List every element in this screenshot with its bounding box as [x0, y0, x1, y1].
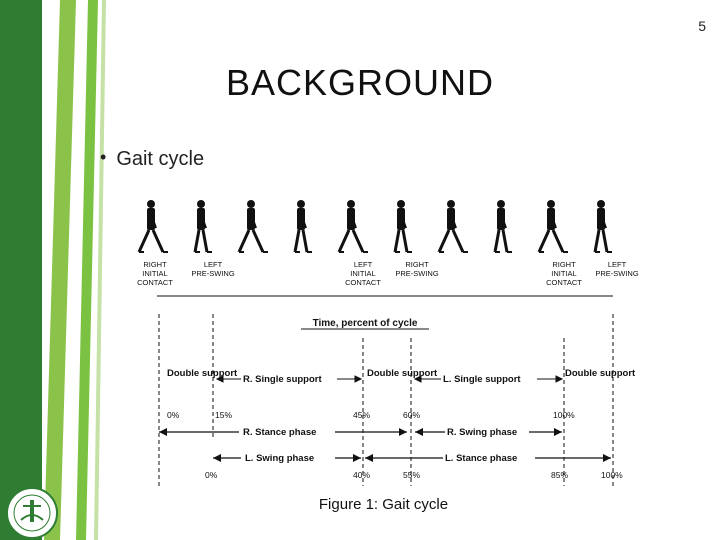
event-label-5a: RIGHT — [552, 260, 576, 269]
support-label-4: L. Single support — [443, 374, 521, 385]
left-swing-label: L. Swing phase — [245, 453, 314, 464]
bullet-dot-icon: • — [100, 147, 107, 167]
side-decoration — [0, 0, 106, 540]
event-label-5b: INITIAL — [551, 269, 576, 278]
event-label-3c: CONTACT — [345, 278, 381, 287]
right-tick-3: 45% — [353, 410, 370, 420]
left-tick-3: 55% — [403, 470, 420, 480]
support-label-3: Double support — [367, 368, 438, 379]
walking-figure-icon — [493, 200, 512, 253]
right-tick-2: 15% — [215, 410, 232, 420]
left-tick-1: 0% — [205, 470, 218, 480]
walking-figures — [137, 200, 612, 253]
event-label-1c: CONTACT — [137, 278, 173, 287]
event-label-2a: LEFT — [204, 260, 223, 269]
event-label-2b: PRE-SWING — [191, 269, 235, 278]
walking-figure-icon — [393, 200, 412, 253]
event-label-4b: PRE-SWING — [395, 269, 439, 278]
right-tick-4: 60% — [403, 410, 420, 420]
event-label-1a: RIGHT — [143, 260, 167, 269]
right-swing-label: R. Swing phase — [447, 427, 517, 438]
left-tick-2: 40% — [353, 470, 370, 480]
figure-caption: Figure 1: Gait cycle — [318, 496, 449, 513]
walking-figure-icon — [593, 200, 612, 253]
slide-title: BACKGROUND — [225, 62, 495, 103]
event-label-6b: PRE-SWING — [595, 269, 639, 278]
event-label-3a: LEFT — [354, 260, 373, 269]
left-tick-4: 85% — [551, 470, 568, 480]
left-stance-label: L. Stance phase — [445, 453, 517, 464]
walking-figure-icon — [337, 200, 368, 253]
walking-figure-icon — [293, 200, 312, 253]
support-label-2: R. Single support — [243, 374, 322, 385]
event-label-6a: LEFT — [608, 260, 627, 269]
right-tick-1: 0% — [167, 410, 180, 420]
right-stance-label: R. Stance phase — [243, 427, 316, 438]
bullet-text: Gait cycle — [116, 148, 205, 170]
gait-cycle-diagram: RIGHT INITIAL CONTACT LEFT PRE-SWING LEF… — [137, 200, 639, 486]
walking-figure-icon — [137, 200, 168, 253]
event-label-1b: INITIAL — [142, 269, 167, 278]
bullet-item: • Gait cycle — [100, 147, 205, 171]
university-seal-logo — [6, 487, 58, 539]
walking-figure-icon — [537, 200, 568, 253]
support-label-5: Double support — [565, 368, 636, 379]
left-tick-5: 100% — [601, 470, 623, 480]
gait-cycle-figure: RIGHT INITIAL CONTACT LEFT PRE-SWING LEF… — [117, 188, 649, 494]
walking-figure-icon — [437, 200, 468, 253]
slide-number: 5 — [698, 18, 706, 34]
time-axis-label: Time, percent of cycle — [313, 318, 418, 329]
right-tick-5: 100% — [553, 410, 575, 420]
walking-figure-icon — [193, 200, 212, 253]
event-label-4a: RIGHT — [405, 260, 429, 269]
event-label-3b: INITIAL — [350, 269, 375, 278]
event-label-5c: CONTACT — [546, 278, 582, 287]
support-label-1: Double support — [167, 368, 238, 379]
walking-figure-icon — [237, 200, 268, 253]
